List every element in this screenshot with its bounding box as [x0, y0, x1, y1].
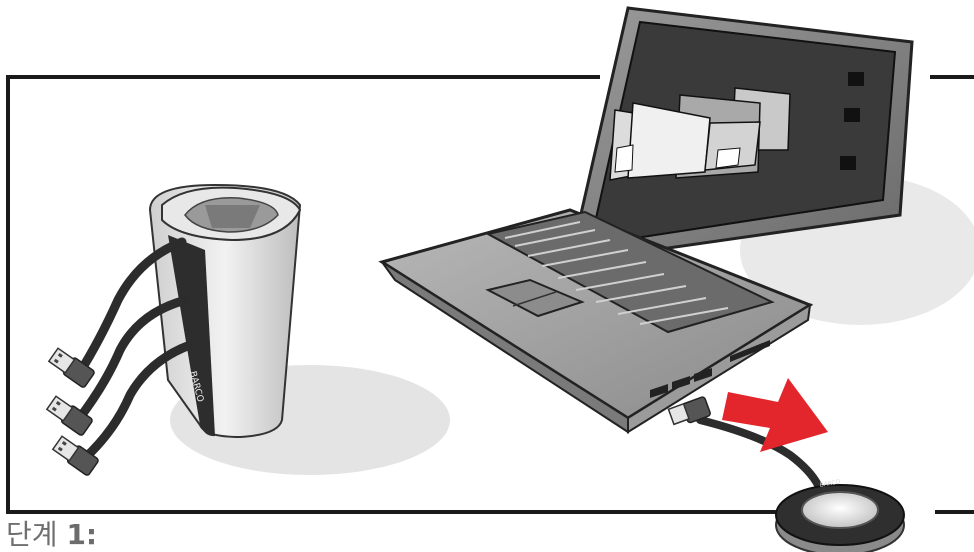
- step-number: 1:: [66, 518, 97, 551]
- step-word: 단계: [6, 518, 58, 551]
- button-top: [802, 492, 878, 528]
- base-unit: BARCO: [46, 185, 300, 476]
- step-caption: 단계 1:: [6, 519, 97, 551]
- laptop: [382, 8, 912, 432]
- usb-plug-2: [46, 395, 94, 437]
- usb-plug-3: [52, 435, 100, 477]
- insert-arrow: [722, 378, 828, 452]
- desktop-icon-2: [844, 108, 860, 122]
- desktop-icon-1: [848, 72, 864, 86]
- desktop-icon-3: [840, 156, 856, 170]
